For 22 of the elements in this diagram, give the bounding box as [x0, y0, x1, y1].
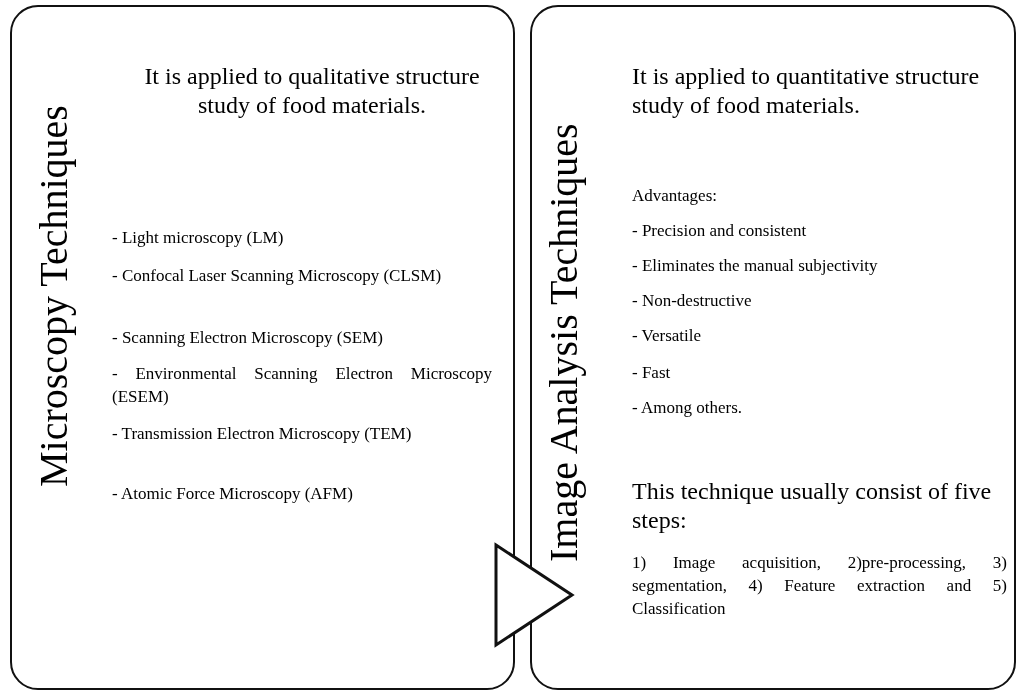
panel-card [530, 5, 1016, 690]
list-item: - Non-destructive [632, 290, 753, 312]
description-text: It is applied to quantitative structure study of food materials. [632, 62, 981, 120]
list-item: - Atomic Force Microscopy (AFM) [112, 483, 354, 505]
list-item: - Eliminates the manual subjectivity [632, 255, 879, 277]
panel-title: Microscopy Techniques [34, 105, 74, 487]
list-item: 1) Image acquisition, 2)pre-processing, 3) segmentation, 4) Feature extraction and 5) Classification [632, 552, 1007, 620]
arrow [494, 543, 574, 647]
description-text: It is applied to qualitative structure study of food materials. [143, 62, 481, 120]
list-item: - Light microscopy (LM) [112, 227, 285, 249]
list-item: - Versatile [632, 325, 703, 347]
list-item: - Environmental Scanning Electron Microscopy (ESEM) [112, 363, 492, 408]
list-item: - Confocal Laser Scanning Microscopy (CLSM) [112, 265, 443, 287]
list-item: Advantages: [632, 185, 718, 207]
list-item: - Scanning Electron Microscopy (SEM) [112, 327, 384, 349]
panel-card [10, 5, 515, 690]
description-text: This technique usually consist of five steps: [632, 477, 993, 535]
list-item: - Fast [632, 362, 672, 384]
list-item: - Transmission Electron Microscopy (TEM) [112, 423, 413, 445]
panel-title: Image Analysis Techniques [544, 123, 584, 562]
list-item: - Among others. [632, 397, 744, 419]
list-item: - Precision and consistent [632, 220, 808, 242]
